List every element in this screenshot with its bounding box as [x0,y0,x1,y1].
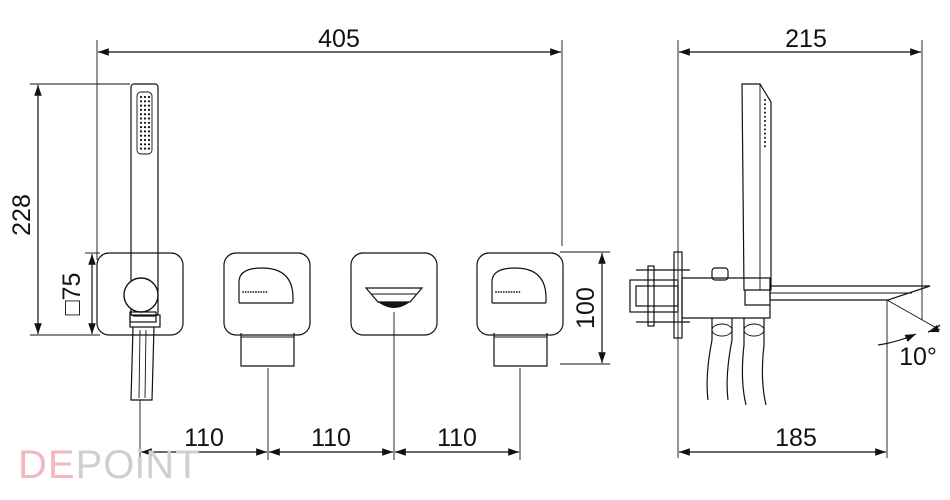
hose [706,318,767,406]
dim-height: 228 [8,194,36,236]
dim-spacing-1: 110 [184,424,224,452]
watermark-logo: DEPOiNT [18,443,201,487]
dim-plate-height: 100 [572,287,600,329]
diverter-plate [350,252,438,336]
mixer-plate-left [223,252,311,367]
hand-shower [129,83,161,401]
spout-angle-indicator [877,299,941,346]
watermark-part1: DE [18,443,76,487]
dim-spacing-3: 110 [437,424,477,452]
hand-shower-side [741,83,772,291]
dim-plate-size: □75 [58,273,86,316]
mixer-plate-right [476,252,564,367]
wall-box [629,251,690,339]
dim-spout-angle: 10° [899,343,937,371]
dim-spout-length: 185 [775,424,817,452]
shower-holder-plate [96,252,184,336]
side-view: 215 185 10° [629,25,941,458]
spout-body [681,267,931,319]
dim-side-depth: 215 [785,25,827,53]
dim-total-width: 405 [318,25,360,53]
dim-spacing-2: 110 [311,424,351,452]
front-view: 405 228 □75 100 110 110 110 [8,25,610,460]
svg-text:DEPOiNT: DEPOiNT [18,443,201,487]
watermark-part2: POiNT [76,443,201,487]
